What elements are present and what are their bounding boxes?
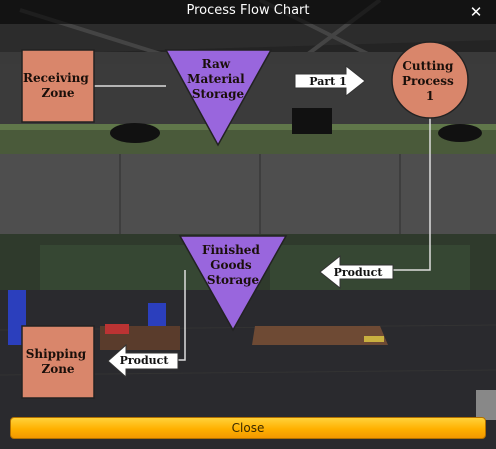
receiving-zone-label: Receiving Zone [23, 71, 93, 100]
finished-goods-storage-label: Finished Goods Storage [202, 243, 264, 287]
connector-finished-shipping [178, 270, 186, 361]
raw-material-storage-label: Raw Material Storage [187, 57, 249, 101]
window-title: Process Flow Chart [186, 3, 310, 18]
finished-goods-storage-node: Finished Goods Storage [178, 235, 288, 332]
part1-arrow-label: Part 1 [309, 75, 346, 88]
shipping-zone-label: Shipping Zone [26, 347, 91, 376]
connector-cutting-finished [393, 117, 431, 271]
cutting-process-label: Cutting Process 1 [402, 59, 458, 103]
close-icon[interactable]: ✕ [469, 3, 483, 21]
product-arrow-middle: Product [319, 254, 394, 290]
raw-material-storage-node: Raw Material Storage [164, 49, 273, 147]
shipping-zone-node: Shipping Zone [21, 325, 95, 399]
product-arrow-middle-label: Product [334, 266, 384, 279]
close-button[interactable]: Close [10, 417, 486, 439]
product-arrow-bottom-label: Product [120, 354, 170, 367]
receiving-zone-node: Receiving Zone [21, 49, 95, 123]
part1-arrow: Part 1 [294, 64, 366, 98]
cutting-process-node: Cutting Process 1 [391, 41, 469, 119]
product-arrow-bottom: Product [107, 343, 179, 379]
title-bar: Process Flow Chart ✕ [0, 0, 496, 24]
